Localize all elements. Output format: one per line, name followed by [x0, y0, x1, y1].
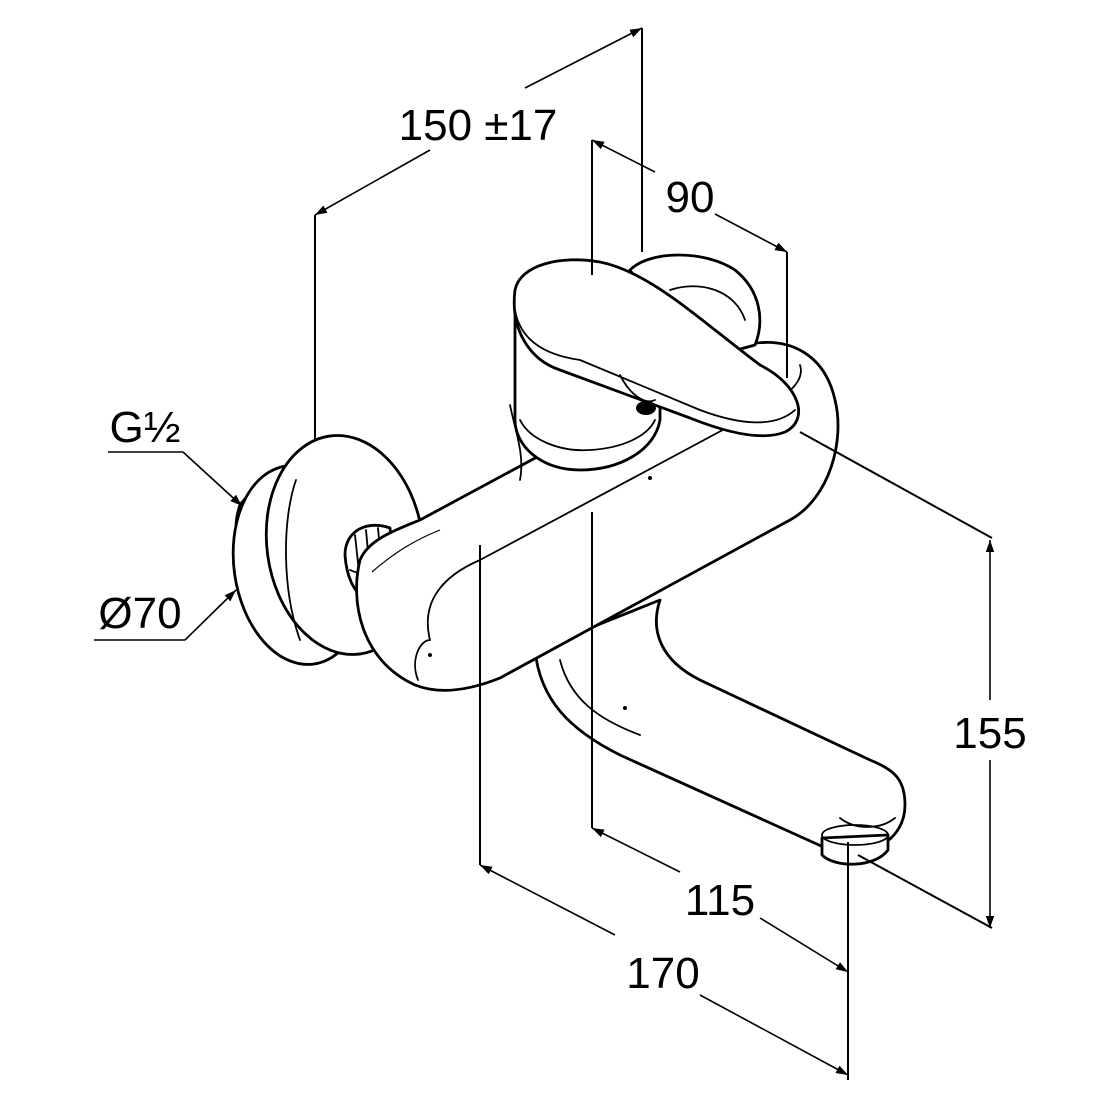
label-thread: G½: [110, 403, 181, 452]
dimension-lever-depth: 90: [591, 139, 788, 378]
dimension-height: 155: [799, 431, 1027, 929]
dimension-wall-projection: 150 ±17: [314, 27, 643, 440]
label-height: 155: [953, 709, 1026, 758]
label-rosette-diameter: Ø70: [98, 589, 181, 638]
dimension-spout-outer: 170: [479, 545, 849, 1076]
faucet-illustration: [231, 253, 907, 866]
label-spout-inner: 115: [685, 876, 755, 925]
label-spout-outer: 170: [626, 949, 699, 998]
callout-rosette-diameter: Ø70: [94, 589, 237, 641]
label-lever-depth: 90: [666, 173, 715, 222]
label-wall-projection: 150 ±17: [399, 101, 558, 150]
dimension-spout-inner: 115: [591, 512, 849, 1080]
spout: [533, 598, 907, 866]
lever-handle: [512, 258, 801, 438]
callout-thread: G½: [108, 403, 243, 507]
